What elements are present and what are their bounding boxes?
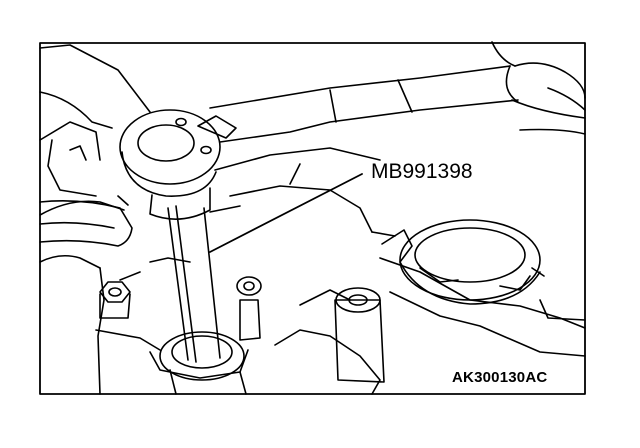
special-tool-extension bbox=[167, 205, 221, 363]
tool-number-label: MB991398 bbox=[371, 160, 473, 183]
engine-valve-cover bbox=[39, 44, 586, 395]
ratchet-wrench bbox=[119, 65, 519, 220]
oil-filler-cap bbox=[381, 219, 545, 305]
callout-leader-line bbox=[209, 173, 363, 253]
bolt bbox=[99, 281, 131, 319]
spark-plug-well bbox=[159, 331, 245, 381]
figure-code: AK300130AC bbox=[452, 369, 548, 386]
hose bbox=[39, 195, 133, 247]
hand bbox=[491, 41, 586, 135]
figure-frame bbox=[39, 42, 586, 395]
